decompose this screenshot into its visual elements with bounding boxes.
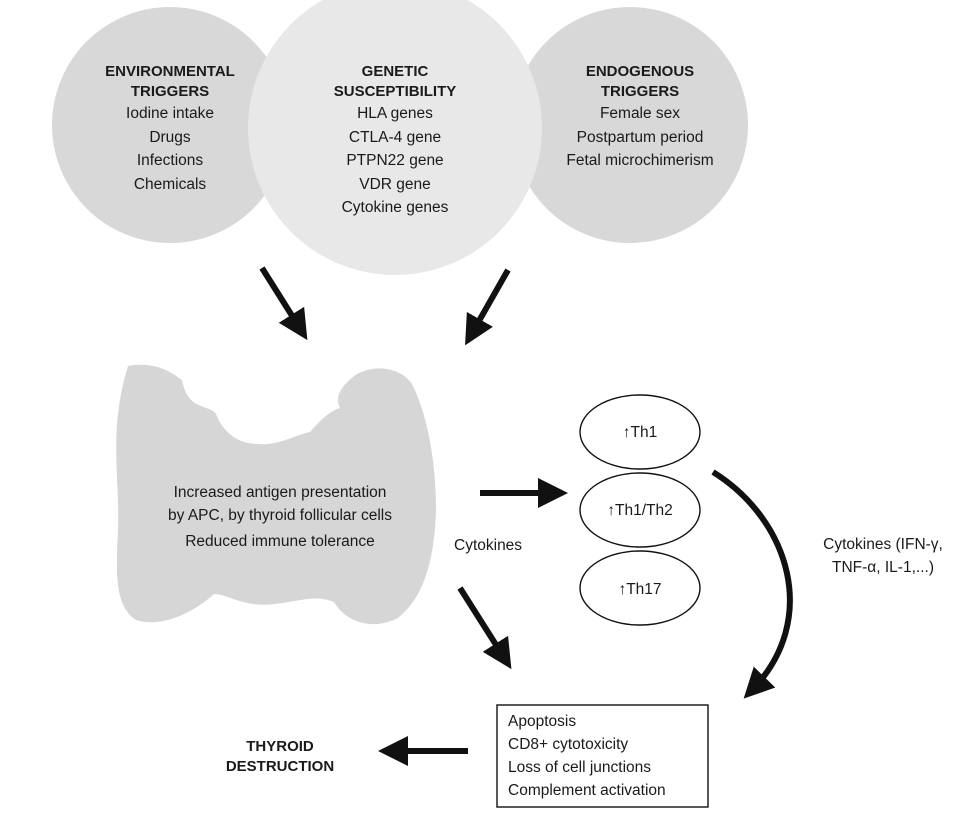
endogenous-title-line-2: TRIGGERS [600,83,680,100]
endogenous-item: Fetal microchimerism [566,152,714,169]
arrow-thyroid-to-effects [457,586,512,670]
arrow-endogenous-to-thyroid [465,268,511,346]
thyroid-line: Reduced immune tolerance [185,533,375,550]
thyroid-text: Increased antigen presentation by APC, b… [130,481,430,553]
environmental-item: Iodine intake [126,105,214,122]
cytokines-right-line: Cytokines (IFN-γ, [823,536,943,553]
genetic-item: VDR gene [359,175,431,193]
environmental-title-line-1: ENVIRONMENTAL [105,63,235,80]
genetic-item: Cytokine genes [341,199,449,216]
cytokines-right-line: TNF-α, IL-1,...) [832,559,934,576]
endogenous-triggers-text: ENDOGENOUS TRIGGERS Female sex Postpartu… [525,62,755,173]
thyroid-line: Increased antigen presentation [173,484,387,501]
cytokines-right-text: Cytokines (IFN-γ, TNF-α, IL-1,...) [808,533,957,579]
th17-ellipse [579,550,701,626]
environmental-item: Chemicals [133,175,207,193]
th1-label: ↑Th1 [622,424,658,441]
genetic-circle [248,0,542,275]
effect-item: Complement activation [508,782,666,799]
environmental-item: Infections [136,152,204,169]
thyroid-destruction-label: THYROID DESTRUCTION [205,737,355,777]
genetic-susceptibility-text: GENETIC SUSCEPTIBILITY HLA genes CTLA-4 … [280,62,510,220]
thyroid-line: by APC, by thyroid follicular cells [168,507,392,524]
environmental-item: Drugs [149,128,191,146]
effects-box [496,704,709,808]
th1-th2-ellipse [579,472,701,548]
genetic-item: PTPN22 gene [346,152,444,169]
outcome-line: DESTRUCTION [225,758,335,775]
genetic-item: HLA genes [357,105,433,122]
effect-item: Loss of cell junctions [508,759,652,776]
endogenous-circle [512,7,748,243]
curved-arrow-th-to-effects [711,469,793,699]
th1-th2-label: ↑Th1/Th2 [607,502,673,519]
genetic-item: CTLA-4 gene [348,128,442,146]
th17-label: ↑Th17 [618,581,662,598]
outcome-line: THYROID [246,738,314,755]
genetic-title-line-1: GENETIC [361,63,429,80]
th1-ellipse [579,394,701,470]
environmental-circle [52,7,288,243]
environmental-triggers-text: ENVIRONMENTAL TRIGGERS Iodine intake Dru… [55,62,285,196]
arrow-environmental-to-thyroid [259,266,308,341]
effects-list: Apoptosis CD8+ cytotoxicity Loss of cell… [508,710,708,802]
genetic-title-line-2: SUSCEPTIBILITY [333,83,457,100]
cytokines-label: Cytokines [454,537,523,554]
thyroid-gland-shape [116,364,437,625]
environmental-title-line-2: TRIGGERS [130,83,210,100]
effect-item: Apoptosis [508,713,577,730]
endogenous-item: Postpartum period [576,128,704,146]
endogenous-title-line-1: ENDOGENOUS [585,63,695,80]
endogenous-item: Female sex [599,105,681,122]
effect-item: CD8+ cytotoxicity [508,736,629,753]
